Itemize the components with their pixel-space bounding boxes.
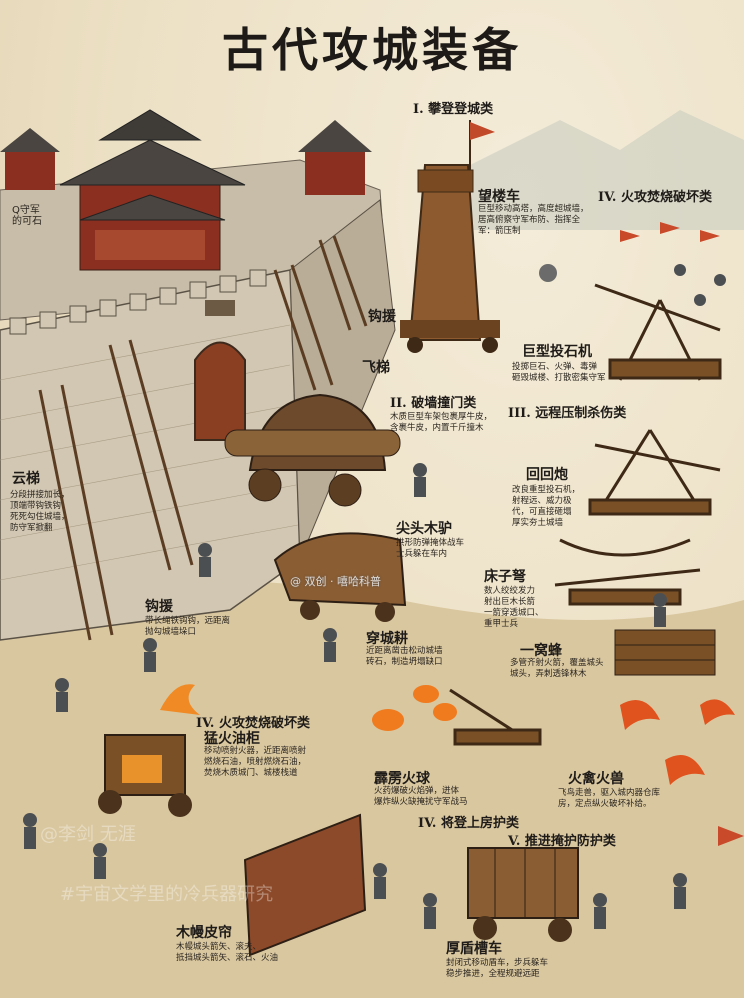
fire-oil-cabinet xyxy=(98,684,200,817)
ladders xyxy=(38,235,368,641)
banners xyxy=(620,222,744,846)
label-huihui-desc: 改良重型投石机， 射程远、威力极 代，可直接砸塌 厚实夯土城墙 xyxy=(512,485,581,528)
label-donkey-desc: 拱形防弹掩体战车 士兵躲在车内 xyxy=(396,538,465,559)
bed-crossbow xyxy=(554,538,701,606)
catapult-small xyxy=(449,688,542,746)
watermark-1: @ 双创 · 嘻哈科普 xyxy=(290,575,381,588)
label-ram-desc: 木质巨型车架包裹厚牛皮， 含裹牛皮，内置千斤撞木 xyxy=(390,412,493,433)
label-wall-drill-name: 穿城耕 xyxy=(366,631,408,647)
gate-plaque xyxy=(205,300,235,316)
wooden-curtain xyxy=(243,813,367,957)
section-climbing: I. 攀登登城类 xyxy=(413,102,494,117)
crenellations xyxy=(9,269,267,335)
siege-tower xyxy=(400,120,500,353)
label-shield-cart-name: 厚盾槽车 xyxy=(446,941,502,957)
label-cloud-ladder-desc: 分段拼接加长， 顶端带钩铁钩 死死勾住城墙， 防守军掀翻 xyxy=(10,490,70,533)
label-shield-cart-desc: 封闭式移动盾车，步兵躲车 稳步推进，全程规避远距 xyxy=(446,958,549,979)
thunder-fireballs xyxy=(372,685,457,731)
soldiers xyxy=(23,264,726,929)
label-cloud-ladder-name: 云梯 xyxy=(12,471,40,487)
label-beehive-desc: 多管齐射火箭，覆盖城头 城头，弄刺透锋林木 xyxy=(510,658,604,679)
label-hook-top: 钩援 xyxy=(368,309,396,325)
section-ranged: III. 远程压制杀伤类 xyxy=(508,406,627,421)
label-fire-cabinet-desc: 移动喷射火器，近距离喷射 燃烧石油，喷射燃烧石油， 焚烧木质城门、城楼栈道 xyxy=(204,746,307,778)
giant-trebuchet xyxy=(594,283,722,381)
label-thunder-ball-name: 霹雳火球 xyxy=(374,771,430,787)
label-curtain-name: 木幔皮帘 xyxy=(176,925,232,941)
gate-tower xyxy=(59,109,246,271)
label-defender-stone: Q守军 的可石 xyxy=(12,205,42,227)
watermark-2: @李剑 无涯 xyxy=(40,824,136,845)
label-flying-ladder: 飞梯 xyxy=(362,360,390,376)
label-hook-low-desc: 带长绳铁钩钩，远距离 抛勾城墙垛口 xyxy=(145,616,231,637)
label-fire-birds-desc: 飞鸟走兽，驱入城内器仓库 房，定点纵火破坏补给。 xyxy=(558,788,661,809)
corner-tower-right xyxy=(298,120,372,195)
label-thunder-ball-desc: 火药爆破火焰弹，迸体 爆炸纵火缺掩扰守军战马 xyxy=(374,786,468,807)
shield-cart xyxy=(467,847,579,942)
battering-ram xyxy=(224,393,401,507)
page-title: 古代攻城装备 xyxy=(222,23,522,77)
distant-mountains xyxy=(470,110,744,230)
stone-projectile xyxy=(539,264,557,282)
label-huihui-name: 回回炮 xyxy=(526,467,568,483)
label-tower-name: 望楼车 xyxy=(478,189,520,205)
label-donkey-name: 尖头木驴 xyxy=(396,521,452,537)
label-trebuchet-desc: 投掷巨石、火弹、毒弹 砸毁城楼、打散密集守军 xyxy=(512,362,606,383)
label-fire-cabinet-name: 猛火油柜 xyxy=(204,731,260,747)
label-bed-crossbow-desc: 数人绞绞发力 射出巨木长箭 一箭穿透城口、 重甲士兵 xyxy=(484,586,544,629)
label-wall-drill-desc: 近距离凿击松动城墙 砖石，制造坍塌缺口 xyxy=(366,646,443,667)
section-advance-cover: V. 推进掩护防护类 xyxy=(508,834,616,849)
section-ramming: II. 破墙撞门类 xyxy=(390,396,477,411)
beehive-rocket-launcher xyxy=(614,629,716,676)
fire-birds xyxy=(620,699,735,785)
section-fire-attack-top: IV. 火攻焚烧破坏类 xyxy=(598,190,712,205)
city-gate xyxy=(194,341,246,441)
label-bed-crossbow-name: 床子弩 xyxy=(484,569,526,585)
label-trebuchet-name: 巨型投石机 xyxy=(522,344,592,360)
label-tower-desc: 巨型移动高塔，高度超城墙， 居高俯察守军布防、指挥全 军：箭压制 xyxy=(478,204,589,236)
label-curtain-desc: 木幔城头箭矢、滚夫、 抵挡城头箭矢、滚石、火油 xyxy=(176,942,279,963)
label-hook-low-name: 钩援 xyxy=(145,599,173,615)
corner-tower-left xyxy=(0,128,60,190)
wooden-donkey xyxy=(273,532,407,622)
section-fire-attack: IV. 火攻焚烧破坏类 xyxy=(196,716,310,731)
huihui-trebuchet xyxy=(588,429,721,516)
label-fire-birds-name: 火禽火兽 xyxy=(568,771,624,787)
label-beehive-name: 一窝蜂 xyxy=(520,643,562,659)
section-cover-top: IV. 将登上房护类 xyxy=(418,816,519,831)
watermark-3: #宇宙文学里的冷兵器研究 xyxy=(60,884,274,905)
